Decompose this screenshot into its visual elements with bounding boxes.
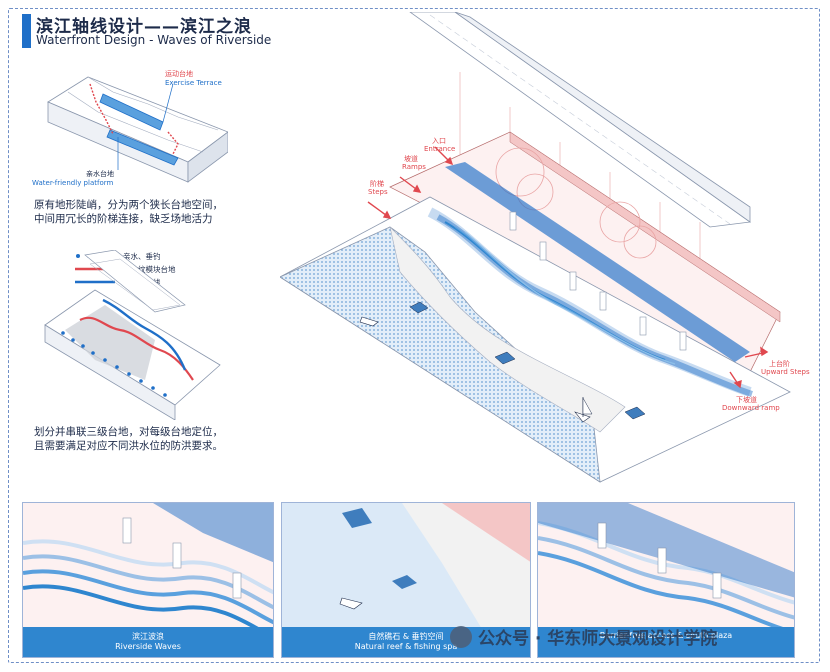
downward-ramp-label-cn: 下坡道 [736, 396, 757, 404]
upward-steps-label-cn: 上台阶 [769, 360, 790, 368]
existing-terrain-diagram [47, 76, 228, 183]
page-frame [8, 8, 820, 663]
barrier-free-image [538, 503, 794, 635]
upward-steps-label-en: Upward Steps [761, 368, 810, 376]
strategy-diagram [44, 250, 221, 420]
water-platform-label-en: Water-friendly platform [32, 179, 114, 187]
water-platform-label-cn: 亲水台地 [86, 170, 114, 178]
exercise-terrace-label-en: Exercise Terrace [165, 79, 222, 87]
steps-label-en: Steps [368, 188, 388, 196]
existing-analysis-line1: 原有地形陡峭，分为两个狭长台地空间， [34, 199, 223, 211]
strategy-line2: 且需要满足对应不同洪水位的防洪要求。 [34, 440, 223, 452]
ramps-label-cn: 坡道 [404, 155, 418, 163]
strategy-line1: 划分并串联三级台地，对每级台地定位， [34, 426, 223, 438]
downward-ramp-label-en: Downward ramp [722, 404, 780, 412]
natural-reef-image [282, 503, 530, 629]
page-subtitle: Waterfront Design - Waves of Riverside [36, 33, 272, 47]
panel-caption-cn: 滨江波浪 [132, 632, 164, 641]
title-accent-bar [22, 14, 31, 48]
existing-analysis-line2: 中间用冗长的阶梯连接，缺乏场地活力 [34, 213, 213, 225]
page-title: 滨江轴线设计——滨江之浪 [36, 17, 252, 37]
panel-caption-en: Natural reef & fishing spa [354, 642, 458, 651]
ramps-label-en: Ramps [402, 163, 426, 171]
panel-barrier-free: Barrier-free access & south plaza [537, 502, 795, 658]
exercise-terrace-label-cn: 运动台地 [165, 70, 193, 78]
legend-label-fishing: 亲水、垂钓 [123, 251, 161, 261]
watermark: 公众号 · 华东师大景观设计学院 [450, 624, 717, 649]
watermark-text: 公众号 · 华东师大景观设计学院 [478, 629, 718, 649]
wechat-icon [450, 625, 472, 648]
entrance-label-cn: 入口 [432, 137, 446, 145]
panel-natural-reef-caption: 自然礁石 & 垂钓空间 Natural reef & fishing spa [282, 627, 530, 657]
legend-label-wave-terrace: 水波纹模块台地 [123, 264, 176, 274]
panel-caption-en: Riverside Waves [115, 642, 181, 651]
panel-barrier-free-caption: Barrier-free access & south plaza [538, 627, 794, 657]
axonometric-diagram [280, 12, 791, 483]
panel-riverside-waves-caption: 滨江波浪 Riverside Waves [23, 627, 273, 657]
riverside-waves-image [23, 503, 273, 640]
panel-riverside-waves: 滨江波浪 Riverside Waves [22, 502, 274, 658]
blue-line-icon [75, 280, 115, 284]
panel-natural-reef: 自然礁石 & 垂钓空间 Natural reef & fishing spa [281, 502, 531, 658]
panel-caption-en: Barrier-free access & south plaza [599, 631, 733, 640]
entrance-label-en: Entrance [424, 145, 456, 153]
steps-label-cn: 阶梯 [370, 180, 384, 188]
panel-caption-cn: 自然礁石 & 垂钓空间 [368, 632, 444, 641]
